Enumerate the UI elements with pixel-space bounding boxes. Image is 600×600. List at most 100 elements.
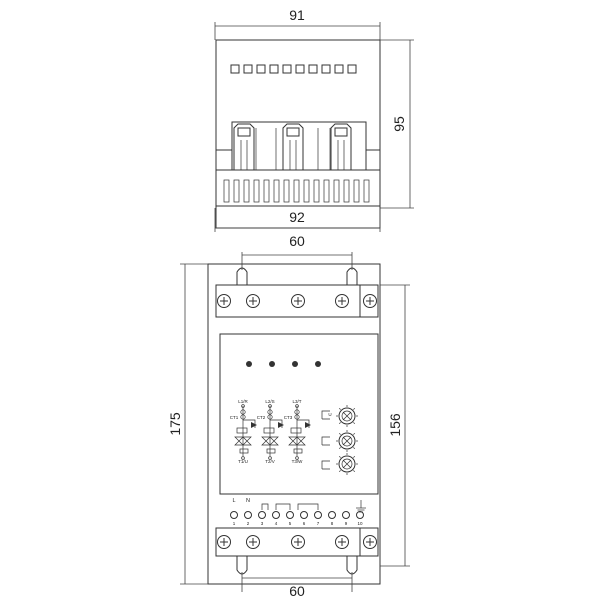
screw-head (335, 535, 349, 549)
terminal-screw (356, 511, 364, 519)
fuse-box (266, 448, 276, 454)
top-square (334, 64, 344, 74)
knob-ring (338, 432, 356, 450)
thyristor-icon (288, 436, 306, 446)
thyristor-icon (234, 436, 252, 446)
dim-60-bottom-label: 60 (289, 583, 305, 599)
terminal-screw (272, 511, 280, 519)
phase-1-bottom-label: T1/U (238, 459, 248, 464)
mount-slot-bottom-left (236, 556, 248, 575)
knob-tick (353, 422, 356, 425)
fin (263, 179, 270, 203)
top-screws (217, 294, 377, 308)
phase-3-top-label: L3/T (292, 399, 301, 404)
dim-60-top-label: 60 (289, 233, 305, 249)
screw-icon (363, 535, 377, 549)
top-side-tab-right (365, 149, 381, 171)
front-view: 60 L N (167, 233, 410, 599)
side-marker-u: U (328, 412, 331, 417)
ground-icon (356, 500, 366, 513)
ct-coil (294, 414, 300, 420)
top-clamp (282, 123, 304, 170)
arrow-icon (305, 422, 311, 428)
fin (243, 179, 250, 203)
knob-mark (342, 411, 352, 421)
terminal-number: 1 (233, 521, 236, 526)
screw-icon (291, 294, 305, 308)
ct-coil (240, 414, 246, 420)
screw-head (246, 535, 260, 549)
dim-92-label: 92 (289, 209, 305, 225)
ct-coil (294, 409, 300, 415)
screw-icon (363, 294, 377, 308)
heatsink-fins (223, 179, 370, 203)
phase-circuit (288, 404, 311, 460)
top-square (295, 64, 305, 74)
front-panel (219, 333, 379, 495)
indicator-leds (246, 361, 321, 367)
bottom-screw-strip-side (359, 527, 379, 557)
top-view: 91 95 92 (214, 7, 414, 232)
screw-icon (217, 535, 231, 549)
knob-tick (353, 470, 356, 473)
knob-tick (338, 470, 341, 473)
potentiometers (336, 405, 358, 475)
screw-icon (217, 294, 231, 308)
phase-2-top-label: L2/S (265, 399, 274, 404)
terminal-screw (244, 511, 252, 519)
screw-head (291, 294, 305, 308)
ct-coil (240, 409, 246, 415)
bottom-terminal-strip: L N (230, 498, 366, 519)
top-clamp-screw (237, 127, 251, 137)
dim-175-label: 175 (167, 412, 183, 436)
top-square (308, 64, 318, 74)
relay-box (290, 427, 302, 434)
relay-box (236, 427, 248, 434)
led-dot (246, 361, 252, 367)
fin (353, 179, 360, 203)
terminal-number: 4 (275, 521, 278, 526)
mount-slot-bottom-right (346, 556, 358, 575)
fin (363, 179, 370, 203)
mount-slot-top-left (236, 267, 248, 285)
knob-mark (342, 459, 352, 469)
terminal-number: 10 (357, 521, 363, 526)
screw-head (335, 294, 349, 308)
top-screw-strip-side (359, 284, 379, 318)
top-clamp-screw (334, 127, 348, 137)
fuse-box (239, 448, 249, 454)
ct-coil (267, 409, 273, 415)
knob-tick (353, 455, 356, 458)
fin (303, 179, 310, 203)
bottom-screws (217, 535, 377, 549)
phase-labels: L1/R L2/S L3/T CT1 CT2 CT3 T1/U T2/V T3/… (230, 399, 332, 464)
terminal-number: 9 (345, 521, 348, 526)
terminal-screw (230, 511, 238, 519)
terminal-screw (342, 511, 350, 519)
screw-head (363, 535, 377, 549)
terminal-number: 8 (331, 521, 334, 526)
step-marker-icon (321, 410, 330, 420)
step-marker-icon (321, 436, 330, 446)
screw-icon (335, 535, 349, 549)
knob-tick (338, 407, 341, 410)
top-clamp (330, 123, 352, 170)
terminal-number: 2 (247, 521, 250, 526)
arrow-icon (278, 422, 284, 428)
phase-2-ct-label: CT2 (257, 415, 266, 420)
fin (223, 179, 230, 203)
relay-box (263, 427, 275, 434)
screw-head (246, 294, 260, 308)
screw-head (291, 535, 305, 549)
fin (313, 179, 320, 203)
screw-icon (291, 535, 305, 549)
terminal-dot (268, 404, 272, 408)
terminals (230, 511, 364, 519)
knob-inner (341, 410, 353, 422)
fin (233, 179, 240, 203)
step-marker-icon (321, 460, 330, 470)
terminal-jumpers (261, 503, 319, 510)
screw-icon (246, 294, 260, 308)
